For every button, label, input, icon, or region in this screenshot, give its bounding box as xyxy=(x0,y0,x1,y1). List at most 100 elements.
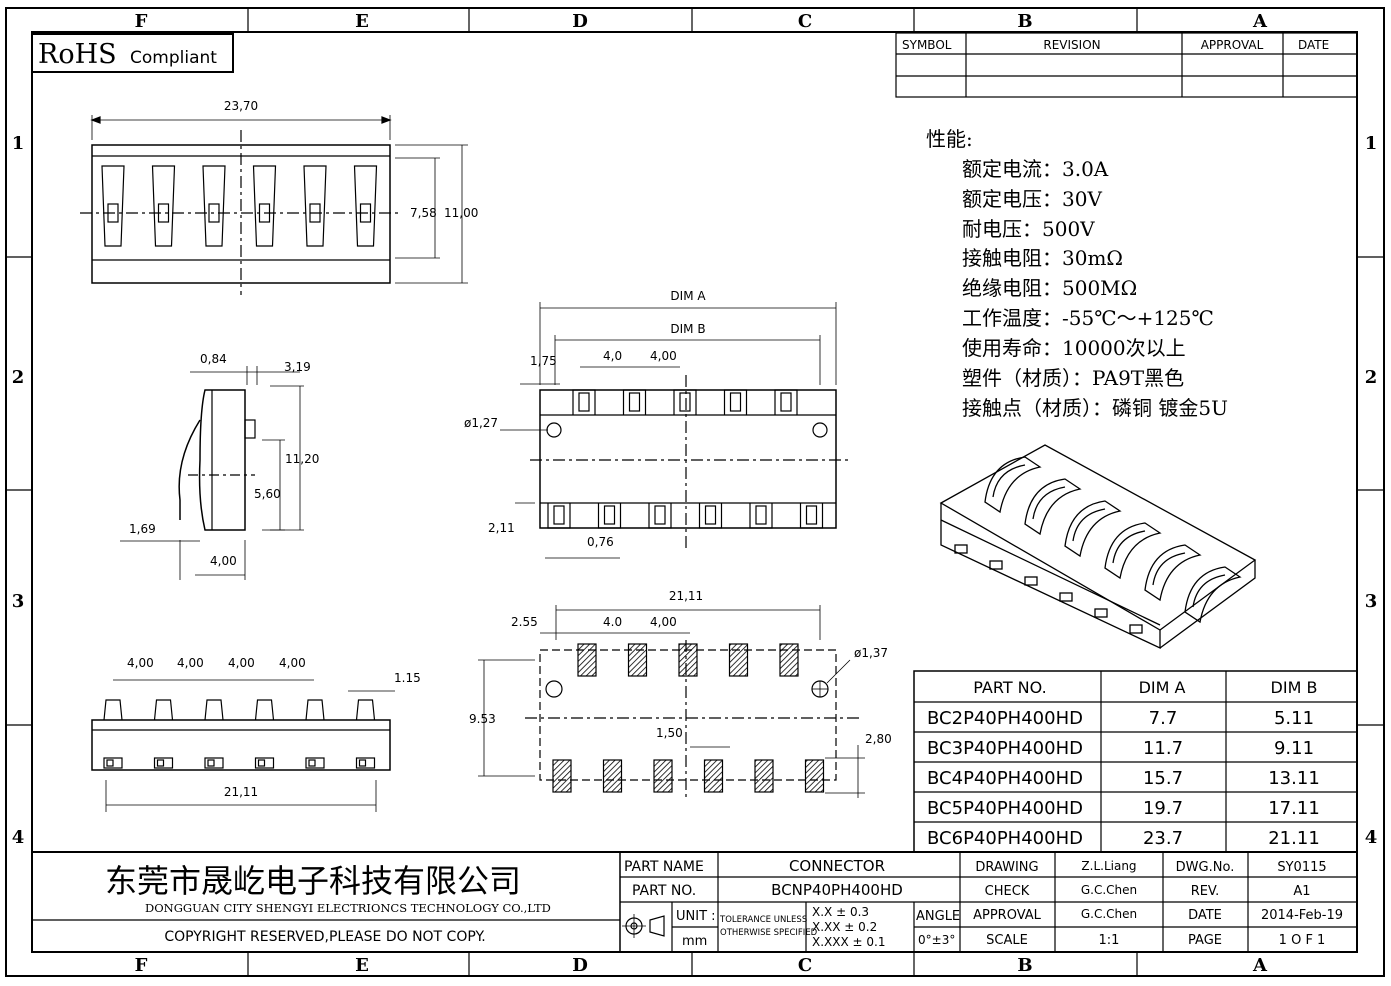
top-terminal xyxy=(622,389,647,415)
date-value: 2014-Feb-19 xyxy=(1261,908,1343,923)
part-table-cell: BC3P40PH400HD xyxy=(927,738,1083,759)
iso-key xyxy=(984,456,1042,514)
dim-b-label: DIM B xyxy=(670,322,705,336)
tolerance-xxx: X.XXX ± 0.1 xyxy=(812,935,885,949)
pcb-pad xyxy=(754,759,774,793)
part-table-cell: BC5P40PH400HD xyxy=(927,798,1083,819)
part-table-cell: BC6P40PH400HD xyxy=(927,828,1083,849)
pin-foot xyxy=(305,757,325,769)
part-name-value: CONNECTOR xyxy=(789,857,885,875)
iso-pin xyxy=(1024,576,1038,586)
part-table-cell: BC2P40PH400HD xyxy=(927,708,1083,729)
dim-front-p: 4,00 xyxy=(177,656,204,670)
tolerance-note-1: TOLERANCE UNLESS xyxy=(719,915,807,925)
company-name-cn: 东莞市晟屹电子科技有限公司 xyxy=(105,862,521,900)
iso-view xyxy=(939,444,1257,650)
pin-foot xyxy=(204,757,224,769)
dim-pcb-150: 1,50 xyxy=(656,726,683,740)
pin-foot-inner xyxy=(257,759,266,767)
part-table-cell: 21.11 xyxy=(1268,828,1320,849)
pcb-pad xyxy=(653,759,673,793)
part-table-cell: 13.11 xyxy=(1268,768,1320,789)
terminal-window xyxy=(578,392,590,412)
pcb-pad xyxy=(779,643,799,677)
bottom-terminal xyxy=(648,503,672,529)
zone-row-2-right: 2 xyxy=(1365,367,1378,388)
pcb-pad xyxy=(703,759,724,793)
part-table-cell: 7.7 xyxy=(1149,708,1178,729)
terminal-window xyxy=(553,505,565,525)
contact-window xyxy=(359,203,372,223)
iso-key xyxy=(1184,566,1242,624)
part-table-header: DIM A xyxy=(1139,678,1186,697)
iso-pin xyxy=(1129,624,1143,634)
pin-foot-inner xyxy=(207,759,215,767)
page-value: 1 O F 1 xyxy=(1279,933,1326,948)
contact-slot xyxy=(101,165,125,247)
drawing-label: DRAWING xyxy=(975,860,1038,875)
rohs-badge: RoHS Compliant xyxy=(31,33,234,73)
rev-header-date: DATE xyxy=(1298,38,1329,52)
contact-window xyxy=(208,203,220,223)
zone-col-d: D xyxy=(572,11,588,32)
contact-window xyxy=(258,203,271,223)
iso-pin xyxy=(989,560,1003,570)
part-table-cell: BC4P40PH400HD xyxy=(927,768,1083,789)
zone-row-4-right: 4 xyxy=(1365,827,1378,848)
rohs-text: RoHS xyxy=(38,39,117,70)
spec-line: 绝缘电阻：500MΩ xyxy=(962,276,1137,300)
top-view: 23,70 7,58 11,00 xyxy=(80,99,478,295)
zone-col-f-bottom: F xyxy=(135,955,148,976)
contact-slot xyxy=(202,165,226,247)
dim-mid-hole: ø1,27 xyxy=(464,416,498,430)
iso-pin xyxy=(1094,608,1108,618)
terminal-window xyxy=(805,505,818,525)
dim-pcb-width: 21,11 xyxy=(669,589,703,603)
rev-header-symbol: SYMBOL xyxy=(902,38,952,52)
contact-slot xyxy=(252,165,277,247)
check-value: G.C.Chen xyxy=(1081,883,1137,897)
dim-side-f: 4,00 xyxy=(210,554,237,568)
zone-row-1-right: 1 xyxy=(1365,133,1378,154)
bottom-terminal xyxy=(749,503,773,529)
rohs-compliant-text: Compliant xyxy=(130,48,217,68)
spec-line: 接触电阻：30mΩ xyxy=(962,246,1123,270)
pin-foot-inner xyxy=(308,759,316,767)
zone-row-3-right: 3 xyxy=(1365,591,1378,612)
top-terminal xyxy=(572,389,596,415)
pin-foot xyxy=(355,757,376,769)
pin-foot-inner xyxy=(156,759,165,767)
zone-row-3: 3 xyxy=(12,591,25,612)
iso-key-edge xyxy=(1152,552,1186,586)
iso-key xyxy=(1024,478,1082,536)
dim-side-a: 0,84 xyxy=(200,352,227,366)
dim-pcb-p1: 4.0 xyxy=(603,615,622,629)
terminal-window xyxy=(628,392,641,412)
top-terminal xyxy=(723,389,748,415)
part-table-cell: 9.11 xyxy=(1274,738,1314,759)
zone-labels: F E D C B A F E D C B A 1 2 3 4 1 2 3 4 xyxy=(12,11,1378,976)
specs-title: 性能: xyxy=(926,127,973,151)
part-no-value: BCNP40PH400HD xyxy=(771,881,903,899)
dwg-no-label: DWG.No. xyxy=(1176,860,1235,875)
top-terminal xyxy=(774,389,798,415)
tolerance-note-2: OTHERWISE SPECIFIED xyxy=(720,928,818,938)
dim-mid-p2: 4,00 xyxy=(650,349,677,363)
page-label: PAGE xyxy=(1188,933,1222,948)
terminal-window xyxy=(654,505,666,525)
dim-side-e: 1,69 xyxy=(129,522,156,536)
part-table-cell: 5.11 xyxy=(1274,708,1314,729)
company-name-en: DONGGUAN CITY SHENGYI ELECTRIONCS TECHNO… xyxy=(145,901,551,915)
part-no-label: PART NO. xyxy=(632,883,696,899)
zone-col-c: C xyxy=(798,11,812,32)
part-table-cell: 19.7 xyxy=(1143,798,1183,819)
dim-front-115: 1.15 xyxy=(394,671,421,685)
unit-value: mm xyxy=(682,934,707,949)
part-table-header: PART NO. xyxy=(973,678,1046,697)
bottom-terminal xyxy=(799,503,824,529)
iso-pin xyxy=(954,544,968,554)
part-table-cell: 17.11 xyxy=(1268,798,1320,819)
dim-mid-p1: 4,0 xyxy=(603,349,622,363)
